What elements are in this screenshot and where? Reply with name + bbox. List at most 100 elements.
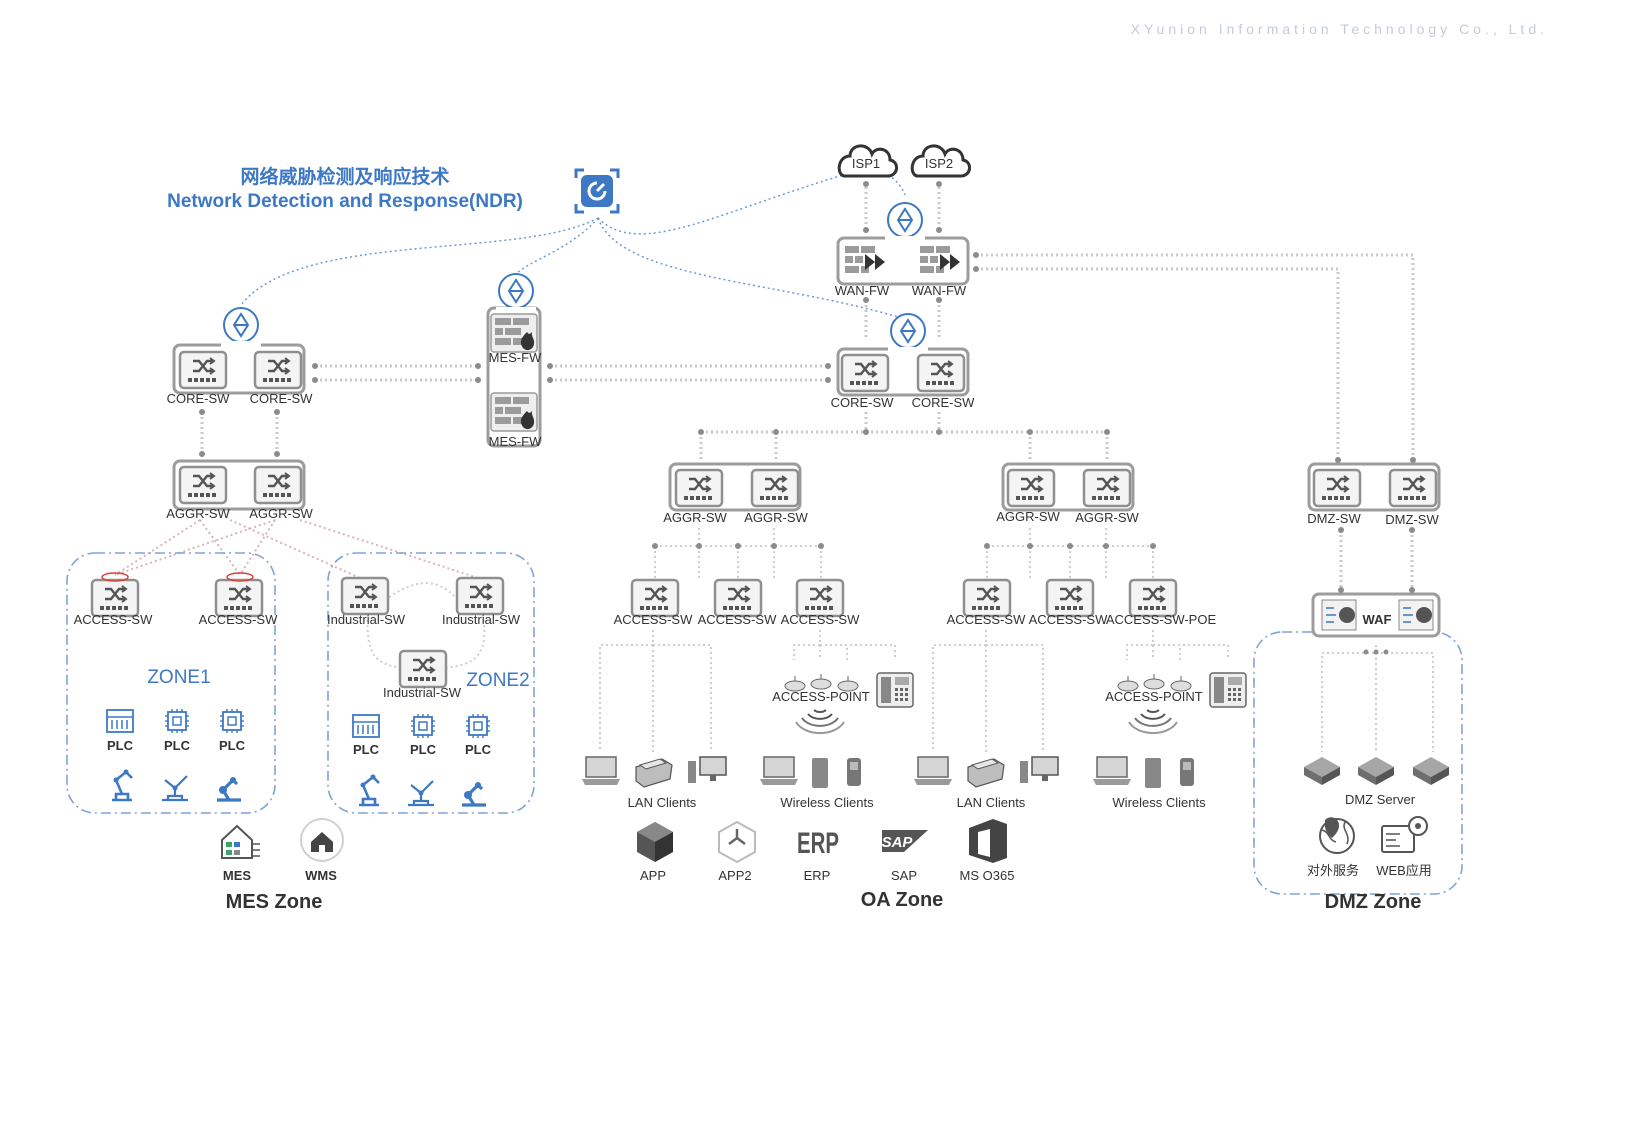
dmz-switch-pair[interactable]: [1307, 462, 1441, 512]
waf-server-links: [1321, 645, 1434, 752]
waf-device[interactable]: [1311, 592, 1441, 638]
laptop-icon[interactable]: [581, 756, 621, 786]
ndr-sensor-icon: [884, 202, 926, 243]
printer-icon[interactable]: [635, 758, 673, 788]
ip-phone-icon[interactable]: [1209, 672, 1247, 708]
plc-chip-icon: [219, 708, 245, 734]
dmz-server-label: DMZ Server: [1345, 792, 1416, 807]
mes-core-switch-pair[interactable]: [172, 343, 306, 395]
dmz-sw-label-1: DMZ-SW: [1307, 511, 1361, 526]
wan-dmz-links: [973, 252, 1416, 463]
zone1-access-switch[interactable]: [214, 572, 264, 618]
app2-icon[interactable]: [718, 820, 756, 864]
oa-right-aggr-label-2: AGGR-SW: [1075, 510, 1139, 525]
oa-right-access-switch[interactable]: [1045, 578, 1095, 618]
oa-left-access-switch[interactable]: [713, 578, 763, 618]
oa-core-switch-pair[interactable]: [836, 347, 970, 397]
mes-core-aggr-links: [199, 409, 280, 457]
dmz-server-icon[interactable]: [1304, 757, 1340, 785]
mes-aggr-sw-label-1: AGGR-SW: [166, 506, 230, 521]
oa-left-access-label-3: ACCESS-SW: [781, 612, 860, 627]
zone2-industrial-switch[interactable]: [398, 649, 448, 689]
zone2-industrial-switch[interactable]: [455, 576, 505, 616]
oa-left-access-label-2: ACCESS-SW: [698, 612, 777, 627]
oa-right-aggr-switch-pair[interactable]: [1001, 462, 1135, 512]
oa-left-lan-clients-label: LAN Clients: [628, 795, 697, 810]
wifi-signal-icon: [795, 709, 845, 735]
mes-zone-title: MES Zone: [226, 891, 323, 913]
zone1-access-label-1: ACCESS-SW: [74, 612, 153, 627]
web-app-icon[interactable]: [1381, 816, 1428, 853]
mes-aggr-switch-pair[interactable]: [172, 459, 306, 511]
wan-core-links: [863, 297, 942, 340]
dmz-server-icon[interactable]: [1413, 757, 1449, 785]
oa-right-access-label-3: ACCESS-SW-POE: [1106, 612, 1217, 627]
ndr-title-cn: 网络威胁检测及响应技术: [240, 165, 449, 188]
zone2-ring-links: [366, 582, 486, 669]
plc-rack-icon: [106, 709, 134, 733]
desktop-icon[interactable]: [1019, 756, 1059, 784]
oa-left-aggr-switch-pair[interactable]: [668, 462, 802, 512]
zone2-boundary: [327, 552, 535, 814]
company-watermark: XYunion Information Technology Co., Ltd.: [1131, 21, 1548, 37]
zone1-plc-label: PLC: [164, 738, 191, 753]
plc-chip-icon: [410, 713, 436, 739]
mes-firewall-pair[interactable]: [486, 306, 542, 448]
oa-left-wireless-clients-label: Wireless Clients: [780, 795, 874, 810]
dmz-zone-title: DMZ Zone: [1325, 891, 1422, 913]
oa-app-label: ERP: [804, 868, 831, 883]
external-service-icon[interactable]: [1319, 817, 1355, 854]
oa-left-access-switch[interactable]: [630, 578, 680, 618]
oa-right-wireless-clients-label: Wireless Clients: [1112, 795, 1206, 810]
oa-left-access-switch[interactable]: [795, 578, 845, 618]
mes-app-icon[interactable]: [221, 824, 260, 859]
mobile-device-icon[interactable]: [1145, 758, 1194, 788]
mes-app-label: MES: [223, 868, 252, 883]
wan-firewall-pair[interactable]: [836, 236, 970, 286]
oa-app-label: APP: [640, 868, 666, 883]
waf-label: WAF: [1363, 612, 1392, 627]
svg-text:ERP: ERP: [797, 827, 839, 860]
zone2-plc-label: PLC: [353, 742, 380, 757]
mobile-device-icon[interactable]: [812, 758, 861, 788]
laptop-icon[interactable]: [1092, 756, 1132, 786]
robot-arm-icon: [110, 768, 134, 802]
access-point-icon[interactable]: [1143, 673, 1165, 690]
wms-app-icon[interactable]: [300, 818, 344, 862]
oa-left-ap-label: ACCESS-POINT: [772, 689, 870, 704]
oa-zone-title: OA Zone: [861, 889, 944, 911]
erp-icon[interactable]: ERP: [797, 827, 839, 860]
printer-icon[interactable]: [967, 758, 1005, 788]
dmz-server-icon[interactable]: [1358, 757, 1394, 785]
zone1-title: ZONE1: [147, 667, 210, 688]
ms-office-icon[interactable]: [969, 819, 1007, 863]
plc-rack-icon: [352, 714, 380, 738]
ndr-sensor-icon: [220, 307, 262, 348]
laptop-icon[interactable]: [913, 756, 953, 786]
oa-right-poe-switch[interactable]: [1128, 578, 1178, 618]
plc-chip-icon: [465, 713, 491, 739]
external-service-label: 对外服务: [1307, 863, 1359, 878]
access-point-icon[interactable]: [810, 673, 832, 690]
robot-arm-icon: [357, 773, 381, 807]
oa-right-access-switch[interactable]: [962, 578, 1012, 618]
mes-core-fw-links: [312, 363, 481, 383]
ndr-sensor-icon: [495, 273, 537, 314]
dmz-sw-waf-links: [1338, 527, 1415, 593]
zone1-plc-label: PLC: [107, 738, 134, 753]
oa-app-label: SAP: [891, 868, 917, 883]
app-cube-icon[interactable]: [637, 822, 673, 862]
ndr-console-icon[interactable]: [574, 168, 620, 214]
oa-left-aggr-label-2: AGGR-SW: [744, 510, 808, 525]
ndr-sensor-icon: [887, 313, 929, 354]
oa-right-aggr-label-1: AGGR-SW: [996, 509, 1060, 524]
zone1-access-switch[interactable]: [90, 572, 140, 618]
desktop-icon[interactable]: [687, 756, 727, 784]
sap-icon[interactable]: SAP: [882, 830, 928, 852]
zone2-industrial-label-2: Industrial-SW: [442, 612, 521, 627]
zone2-industrial-switch[interactable]: [340, 576, 390, 616]
ip-phone-icon[interactable]: [876, 672, 914, 708]
laptop-icon[interactable]: [759, 756, 799, 786]
ndr-title-en: Network Detection and Response(NDR): [167, 191, 523, 212]
oa-left-aggr-label-1: AGGR-SW: [663, 510, 727, 525]
